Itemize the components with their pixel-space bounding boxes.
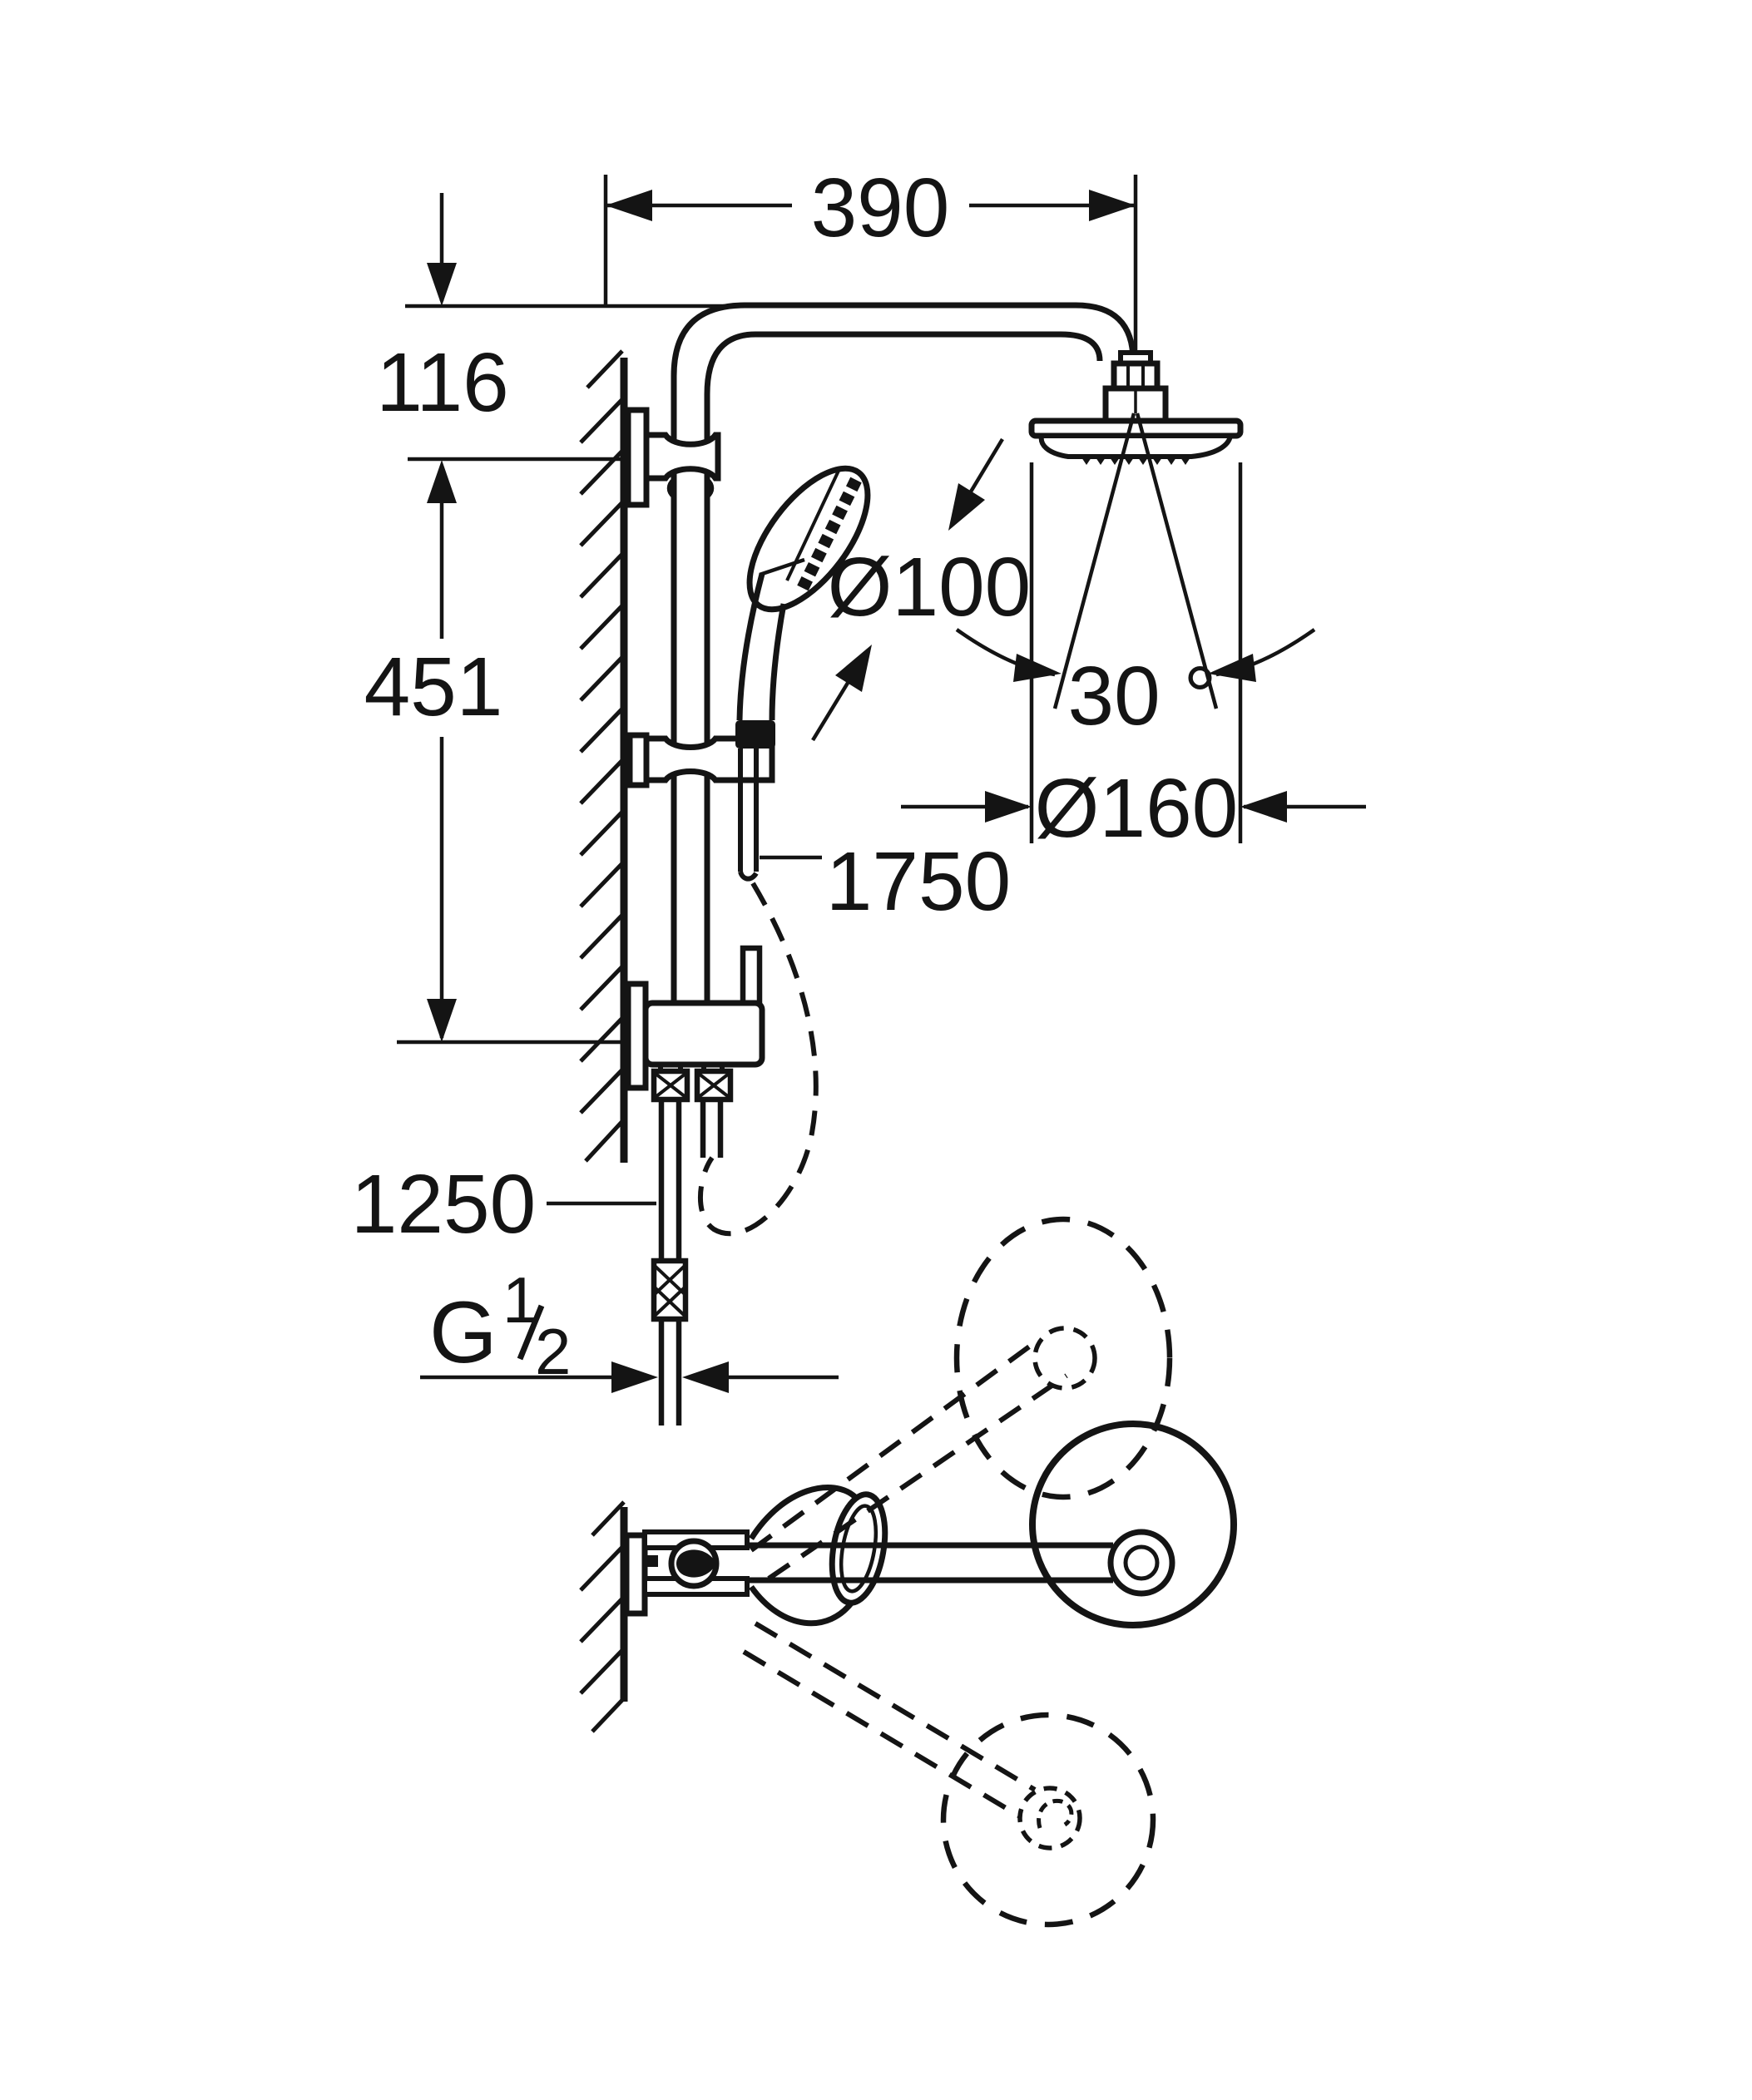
rotated-position-down — [742, 1621, 1156, 1928]
dim-390: 390 — [603, 161, 1138, 353]
dim-160: Ø160 — [901, 462, 1366, 855]
hand-shower-head — [746, 465, 871, 613]
mount-screw — [646, 1555, 658, 1567]
dim-451: 451 — [364, 460, 503, 1042]
arrow-down-icon — [427, 263, 457, 306]
dim-160-label: Ø160 — [1035, 762, 1239, 855]
dim-390-label: 390 — [811, 161, 950, 254]
arrow-up-icon — [427, 460, 457, 503]
arrow-left-icon — [1240, 791, 1287, 823]
diverter-knob — [740, 945, 763, 1006]
diverter-assembly — [625, 945, 765, 1426]
connection-nut — [651, 1068, 690, 1103]
top-bracket-body — [643, 432, 721, 482]
rail-joint-right — [705, 477, 715, 499]
arm-end-joint-inner — [1123, 1544, 1160, 1581]
thread-label: G 1 2 — [429, 1263, 571, 1388]
spray-cone: 30 ° — [955, 413, 1316, 743]
front-view: 390 116 451 — [351, 161, 1366, 1426]
connection-nut — [694, 1068, 734, 1103]
plan-view — [579, 1216, 1237, 1928]
hand-shower-plan — [749, 1485, 888, 1627]
arrow-left-icon — [606, 190, 652, 221]
head-disc-plan — [1029, 1421, 1237, 1628]
dim-100-label: Ø100 — [828, 541, 1032, 634]
arrow-down-icon — [427, 999, 457, 1042]
hand-shower-handle — [769, 603, 787, 721]
dim-451-label: 451 — [364, 640, 503, 734]
diverter-body — [642, 1000, 765, 1068]
shower-hose-dashed — [697, 882, 819, 1237]
escutcheon-plate — [623, 1532, 648, 1617]
dim-1750-label: 1750 — [826, 835, 1011, 928]
label-backing — [1037, 762, 1235, 852]
hand-shower-head-line — [759, 557, 805, 577]
arrow-left-icon — [682, 1361, 729, 1393]
shower-pipe-inner — [704, 331, 1103, 1005]
rail-joint-left — [666, 477, 676, 499]
check-valve-braid — [651, 1258, 689, 1322]
thread-letter: G — [429, 1284, 497, 1381]
arrow-icon — [948, 483, 985, 531]
hand-shower — [736, 465, 871, 721]
rotated-position-up — [750, 1216, 1173, 1581]
pivot-detail — [676, 1549, 716, 1578]
dim-116: 116 — [376, 193, 509, 429]
dim-30deg-label: 30 ° — [1067, 650, 1216, 743]
wall-hatch-plan — [579, 1500, 627, 1733]
arm-end-joint — [1107, 1529, 1175, 1597]
hand-shower-handle — [736, 573, 765, 721]
dim-116-label: 116 — [376, 336, 508, 429]
hose-connector — [735, 720, 775, 749]
arrow-icon — [835, 645, 872, 692]
arrow-right-icon — [1089, 190, 1136, 221]
dim-1250-label: 1250 — [351, 1158, 536, 1251]
dim-100: Ø100 — [811, 437, 1032, 742]
spray-nozzles — [1080, 455, 1192, 465]
hand-shower-face — [795, 477, 862, 595]
arc-arrow-icon — [1013, 654, 1062, 682]
hose-end — [738, 871, 759, 882]
arc-arrow-icon — [1208, 654, 1256, 682]
dim-thread — [420, 1361, 839, 1393]
arrow-right-icon — [985, 791, 1032, 823]
shower-pipe-outer — [671, 302, 1136, 1005]
fraction-slash — [517, 1304, 545, 1361]
arrow-right-icon — [611, 1361, 658, 1393]
head-shower-face — [1038, 433, 1234, 459]
wall-hatch-front — [579, 349, 627, 1163]
